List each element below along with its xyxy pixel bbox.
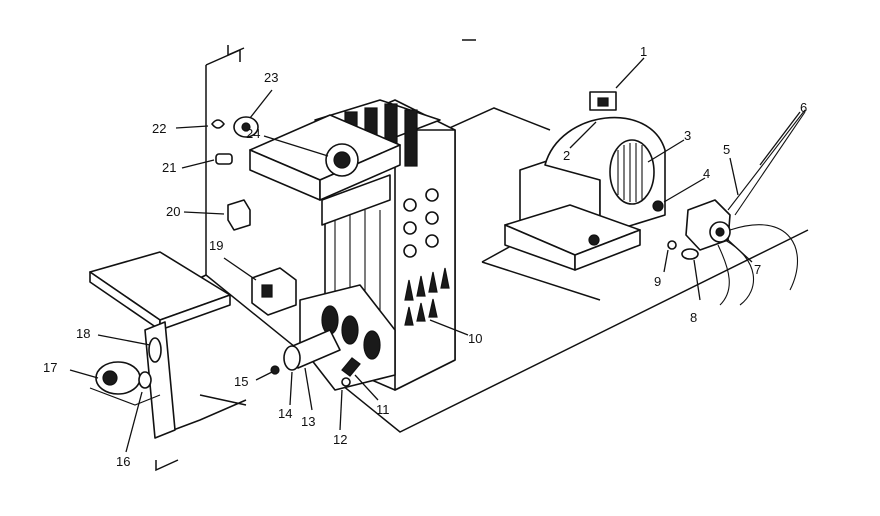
callout-22: 22 (152, 121, 166, 136)
callout-2: 2 (563, 148, 570, 163)
callout-17: 17 (43, 360, 57, 375)
callout-24: 24 (246, 126, 260, 141)
callout-7: 7 (754, 262, 761, 277)
burner-face (299, 284, 396, 391)
callout-4: 4 (703, 166, 710, 181)
callout-3: 3 (684, 128, 691, 143)
blower-motor (652, 109, 806, 306)
blower-housing (504, 91, 666, 271)
inducer-assembly (89, 251, 231, 439)
burner-tube (270, 329, 341, 375)
callout-23: 23 (264, 70, 278, 85)
callout-10: 10 (468, 331, 482, 346)
callout-9: 9 (654, 274, 661, 289)
collector-box (249, 114, 401, 226)
pilot-assembly (341, 357, 361, 387)
callout-11: 11 (376, 402, 390, 417)
callout-5: 5 (723, 142, 730, 157)
callout-13: 13 (301, 414, 315, 429)
small-parts (211, 116, 297, 316)
callout-14: 14 (278, 406, 292, 421)
callout-16: 16 (116, 454, 130, 469)
callout-labels: 1 2 3 4 5 6 7 8 9 10 11 12 13 14 15 16 1… (43, 44, 807, 469)
callout-21: 21 (162, 160, 176, 175)
callout-15: 15 (234, 374, 248, 389)
callout-6: 6 (800, 100, 807, 115)
callout-18: 18 (76, 326, 90, 341)
callout-20: 20 (166, 204, 180, 219)
base-frame (149, 39, 809, 472)
callout-8: 8 (690, 310, 697, 325)
callout-12: 12 (333, 432, 347, 447)
callout-1: 1 (640, 44, 647, 59)
callout-19: 19 (209, 238, 223, 253)
leader-lines (69, 57, 801, 453)
